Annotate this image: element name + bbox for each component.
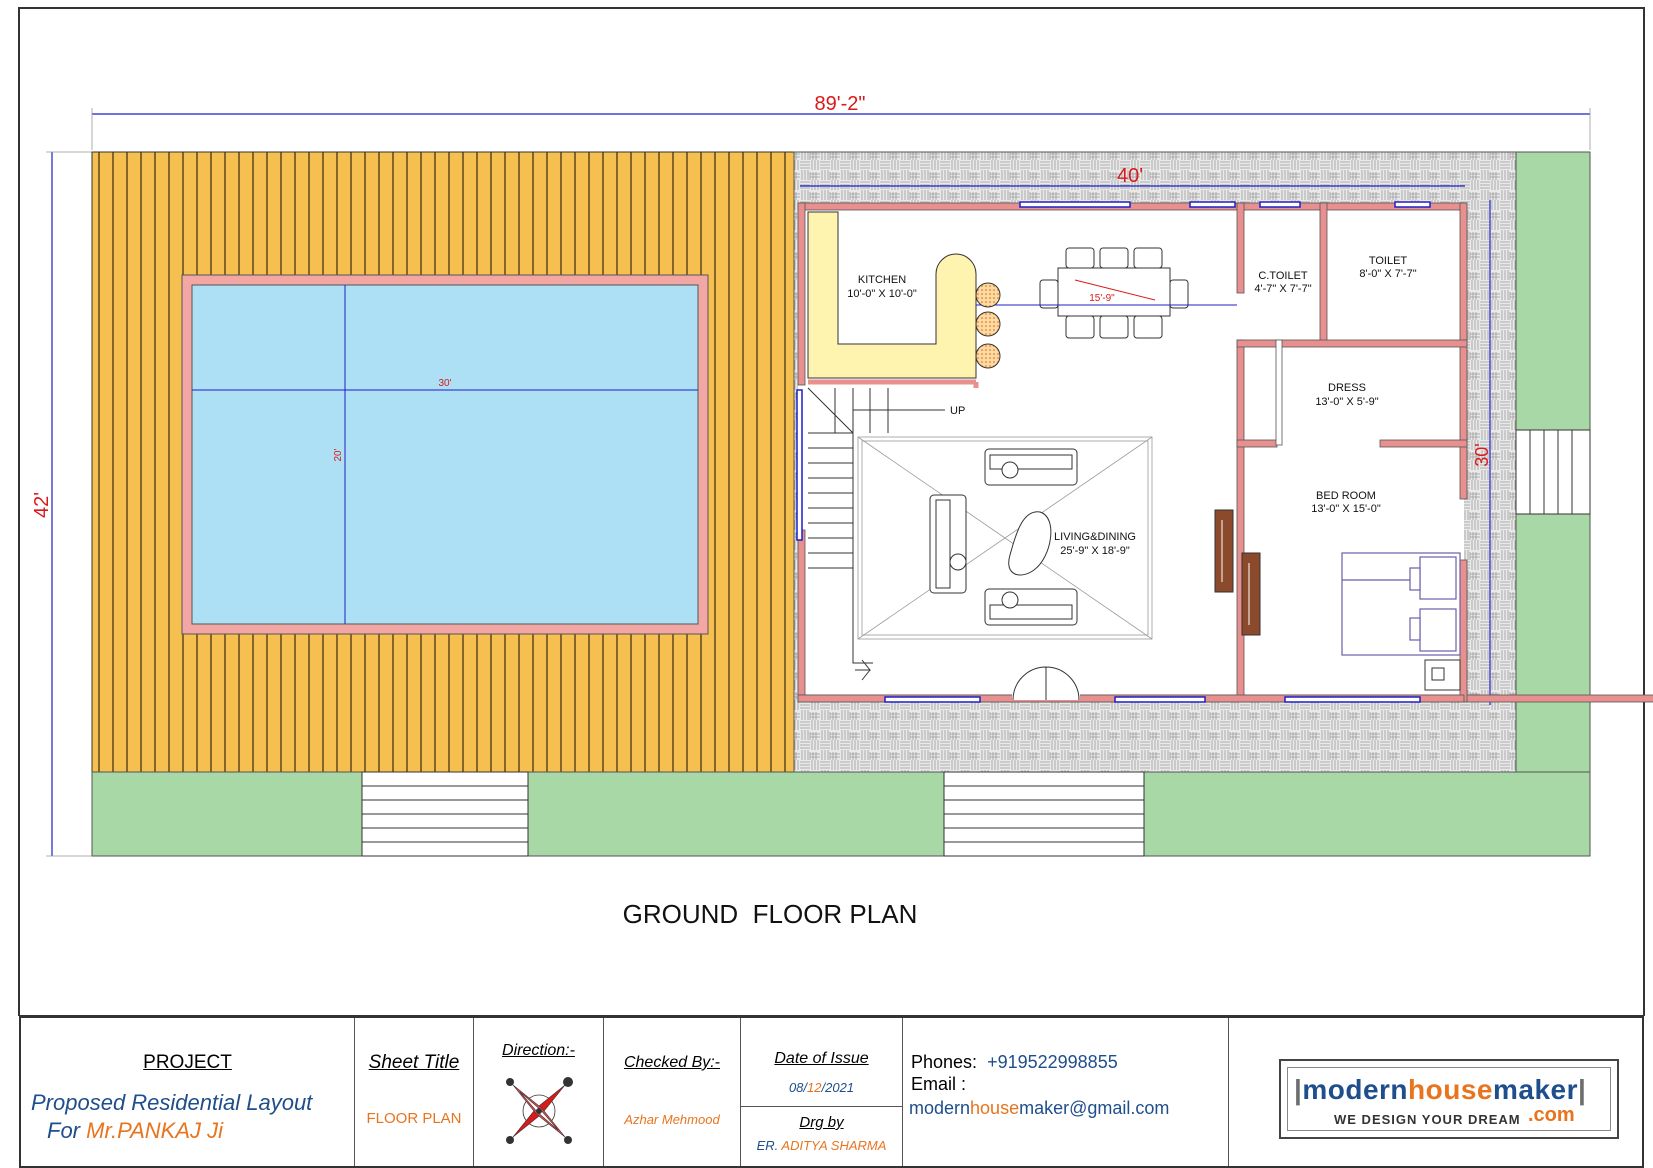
house-depth-dimension: 30' xyxy=(1472,200,1492,705)
overall-width-label: 89'-2" xyxy=(815,93,866,115)
stair-up-label: UP xyxy=(950,405,965,417)
ctoilet-label: C.TOILET xyxy=(1258,270,1308,282)
email-label: Email : xyxy=(911,1074,967,1094)
house-depth-label: 30' xyxy=(1472,443,1492,466)
logo-inner-frame: |modernhousemaker| WE DESIGN YOUR DREAM … xyxy=(1287,1067,1611,1131)
overall-depth-dimension: 42' xyxy=(31,151,92,857)
date-label: Date of Issue xyxy=(774,1050,869,1067)
bedroom-size: 13'-0" X 15'-0" xyxy=(1311,503,1381,515)
lawn-bottom xyxy=(91,771,1591,857)
drawing-title: GROUND FLOOR PLAN xyxy=(623,899,918,929)
staircase: UP xyxy=(807,387,965,681)
living-size: 25'-9" X 18'-9" xyxy=(1060,545,1130,557)
tv-unit-bedroom xyxy=(1241,552,1261,636)
toilet-label: TOILET xyxy=(1369,255,1408,267)
drg-value: ER. ADITYA SHARMA xyxy=(741,1138,902,1153)
date-year: /2021 xyxy=(821,1080,855,1095)
phones-value[interactable]: +919522998855 xyxy=(987,1052,1118,1072)
project-title: Proposed Residential Layout xyxy=(31,1090,313,1115)
email-part1: modern xyxy=(909,1098,971,1118)
entry-steps-left xyxy=(361,771,529,857)
living-label: LIVING&DINING xyxy=(1054,531,1136,543)
toilet-size: 8'-0" X 7'-7" xyxy=(1359,268,1416,280)
logo-part3: maker xyxy=(1493,1074,1579,1105)
main-door xyxy=(1012,666,1080,701)
logo-part2: house xyxy=(1408,1074,1493,1105)
pool-width-label: 20' xyxy=(333,448,344,461)
date-day: 08/ xyxy=(788,1080,808,1095)
project-label: PROJECT xyxy=(143,1052,232,1073)
date-cell: Date of Issue 08/12/2021 Drg by ER. ADIT… xyxy=(741,1018,903,1166)
house-width-label: 40' xyxy=(1117,165,1143,187)
kitchen-label: KITCHEN xyxy=(858,274,906,286)
bedroom-side-desk xyxy=(1424,659,1461,691)
email-part3: maker xyxy=(1019,1098,1070,1118)
drg-name: ADITYA SHARMA xyxy=(781,1138,887,1153)
project-cell: PROJECT Proposed Residential Layout For … xyxy=(21,1018,355,1166)
checked-cell: Checked By:- Azhar Mehmood xyxy=(604,1018,741,1166)
dining-dimension-label: 15'-9" xyxy=(1089,293,1115,304)
drg-label: Drg by xyxy=(799,1114,844,1131)
email-part4: @gmail.com xyxy=(1069,1098,1170,1118)
sheet-title-cell: Sheet Title FLOOR PLAN xyxy=(355,1018,474,1166)
dress-size: 13'-0" X 5'-9" xyxy=(1315,396,1378,408)
logo-wordmark: |modernhousemaker| xyxy=(1294,1074,1587,1105)
direction-label: Direction:- xyxy=(502,1042,575,1059)
side-steps-right xyxy=(1515,429,1591,515)
double-bed xyxy=(1341,552,1461,656)
project-client-line: For Mr.PANKAJ Ji xyxy=(47,1118,223,1144)
overall-width-dimension: 89'-2" xyxy=(91,93,1591,150)
house-width-dimension: 40' xyxy=(800,165,1465,187)
logo-com: .com xyxy=(1528,1104,1575,1126)
email-part2: house xyxy=(970,1098,1020,1118)
dress-label: DRESS xyxy=(1328,382,1366,394)
entry-steps-center xyxy=(943,771,1145,857)
sheet-title-label: Sheet Title xyxy=(368,1052,460,1073)
overall-depth-label: 42' xyxy=(31,492,53,518)
email-value[interactable]: modernhousemaker@gmail.com xyxy=(909,1098,1169,1119)
dining-dimension: 15'-9" xyxy=(976,293,1237,306)
date-value: 08/12/2021 xyxy=(741,1080,902,1095)
swimming-pool: 30' 20' xyxy=(181,274,709,635)
company-logo: |modernhousemaker| WE DESIGN YOUR DREAM … xyxy=(1279,1059,1619,1139)
title-block: PROJECT Proposed Residential Layout For … xyxy=(19,1016,1644,1168)
project-for: For xyxy=(47,1118,80,1143)
sheet-title-value: FLOOR PLAN xyxy=(366,1110,462,1127)
living-ceiling-outline xyxy=(857,436,1153,640)
date-month: 12 xyxy=(807,1080,822,1095)
ctoilet-size: 4'-7" X 7'-7" xyxy=(1254,283,1311,295)
kitchen-size: 10'-0" X 10'-0" xyxy=(847,288,917,300)
project-client: Mr.PANKAJ Ji xyxy=(86,1118,224,1143)
pool-length-label: 30' xyxy=(438,378,451,389)
bedroom-label: BED ROOM xyxy=(1316,490,1376,502)
floor-plan-drawing: 89'-2" 42' 30' 20' 40' 30' xyxy=(18,7,1653,1016)
logo-tagline: WE DESIGN YOUR DREAM xyxy=(1334,1112,1521,1127)
checked-label: Checked By:- xyxy=(623,1054,721,1071)
tv-unit-living xyxy=(1214,509,1234,593)
phones-label: Phones: xyxy=(911,1052,978,1072)
bar-stools xyxy=(975,282,1001,369)
contact-cell: Phones: +919522998855 Email : modernhous… xyxy=(903,1018,1229,1166)
direction-cell: Direction:- xyxy=(474,1018,604,1166)
dining-table xyxy=(1039,247,1189,339)
checked-value: Azhar Mehmood xyxy=(624,1112,720,1127)
sofa-set xyxy=(929,448,1078,626)
phones-line: Phones: +919522998855 xyxy=(911,1052,1118,1073)
logo-part1: modern xyxy=(1302,1074,1409,1105)
windows xyxy=(796,201,1431,703)
compass-rose-icon xyxy=(506,1077,573,1144)
kitchen-counter xyxy=(807,211,977,379)
drg-prefix: ER. xyxy=(756,1138,779,1153)
drawing-border xyxy=(18,7,1645,1016)
